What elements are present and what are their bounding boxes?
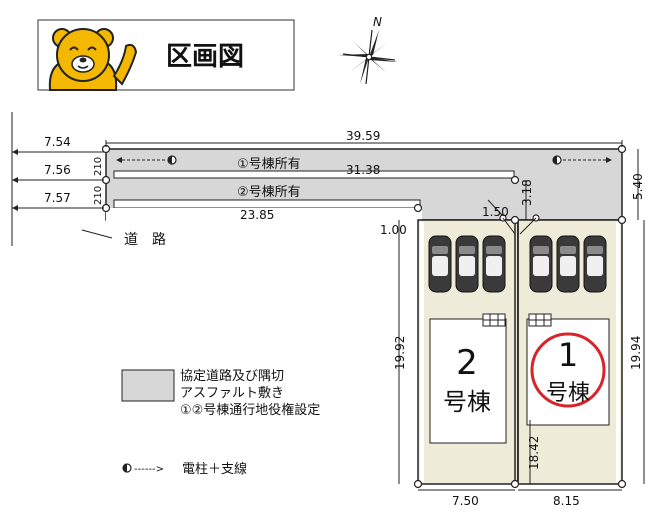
- lot-1-number: 1: [558, 336, 578, 374]
- page-title: 区画図: [166, 42, 244, 72]
- lane-2-owner: ②号棟所有: [237, 185, 301, 200]
- legend-line-2: アスファルト敷き: [180, 386, 284, 401]
- legend-swatch-shared-road: [121, 369, 175, 402]
- legend-line-3: ①②号棟通行地役権設定: [180, 402, 320, 418]
- dim-corner-cut: 1.50: [482, 205, 509, 219]
- parking-cars: [428, 235, 607, 293]
- car-icon: [482, 235, 506, 293]
- legend-line-1: 協定道路及び隅切: [180, 368, 284, 384]
- lot-2-building-label: 号棟: [443, 388, 491, 416]
- lane-divider-1: [113, 170, 515, 179]
- dim-corner-cut-small: 1.00: [380, 223, 407, 237]
- dim-left-3: 7.57: [44, 191, 71, 205]
- lot-2-number: 2: [456, 343, 478, 383]
- lane-1-owner: ①号棟所有: [237, 157, 301, 172]
- car-icon: [529, 235, 553, 293]
- car-icon: [583, 235, 607, 293]
- lane-divider-2: [113, 199, 421, 209]
- highlight-circle: [530, 332, 606, 408]
- dim-lot2-front: 7.50: [452, 494, 479, 508]
- dim-lot2-depth: 19.92: [393, 336, 407, 370]
- lot-1-building-label: 号棟: [546, 381, 590, 406]
- dim-right-top-depth: 5.40: [631, 173, 645, 200]
- utility-pole-icon: [552, 155, 612, 165]
- road-edge-mask: [106, 208, 422, 222]
- mascot-icon: [48, 28, 138, 91]
- legend-pole-label: 電柱＋支線: [182, 461, 247, 477]
- vent-icon: [482, 313, 506, 327]
- car-icon: [428, 235, 452, 293]
- utility-pole-icon: [116, 155, 177, 165]
- vent-icon: [528, 313, 552, 327]
- dim-lane-width-1: 210: [93, 157, 104, 176]
- dim-lot1-depth-right: 19.94: [629, 336, 643, 370]
- legend-pole-arrow: ------>: [134, 464, 164, 475]
- legend-pole-icon: [122, 463, 132, 473]
- car-icon: [556, 235, 580, 293]
- dim-lot1-front: 8.15: [553, 494, 580, 508]
- dim-lane2-length: 23.85: [240, 208, 274, 222]
- dim-lane1-length: 31.38: [346, 163, 380, 177]
- dim-top-total: 39.59: [346, 129, 380, 143]
- dim-left-1: 7.54: [44, 135, 71, 149]
- dimension-lines: [12, 140, 645, 491]
- car-icon: [455, 235, 479, 293]
- dim-inner-drive: 3.18: [520, 179, 534, 206]
- dim-lot1-depth-inner: 18.42: [527, 436, 541, 470]
- road-label: 道 路: [124, 232, 166, 248]
- dim-left-2: 7.56: [44, 163, 71, 177]
- house-lot-2: [429, 318, 507, 444]
- north-label: N: [373, 15, 382, 29]
- dim-lane-width-2: 210: [93, 186, 104, 205]
- compass-rose-icon: [338, 29, 398, 85]
